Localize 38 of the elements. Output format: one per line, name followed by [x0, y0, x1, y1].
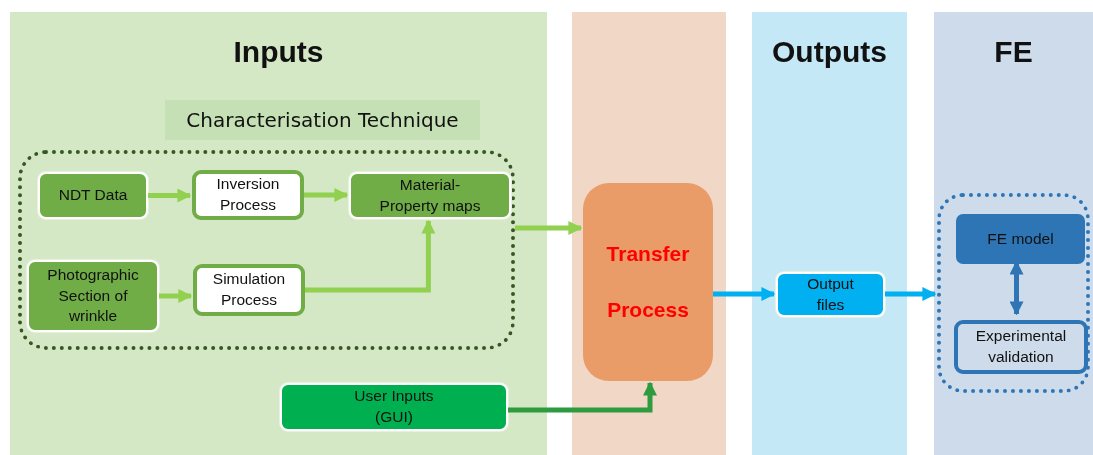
group-container [18, 100, 515, 350]
process-box [776, 272, 885, 317]
box-label: Transfer Process [605, 241, 691, 323]
dotted-container [937, 193, 1090, 393]
arrow [508, 381, 657, 413]
box-label: User Inputs (GUI) [353, 386, 435, 427]
column-panel [934, 12, 1093, 455]
process-box [956, 214, 1085, 264]
arrow [885, 287, 937, 301]
box-label: Material-Property maps [378, 174, 482, 216]
box-label: Photographic Section of wrinkle [46, 264, 140, 327]
column-heading: Outputs [772, 34, 887, 70]
arrow [148, 188, 192, 203]
process-box [954, 320, 1088, 374]
column-panel [572, 12, 726, 455]
arrow [159, 289, 193, 303]
arrow [515, 221, 583, 235]
column-panel [10, 12, 547, 455]
process-box [349, 172, 511, 219]
arrow [304, 188, 349, 202]
process-box [583, 183, 713, 381]
box-label: Inversion Process [215, 174, 281, 215]
box-label: NDT Data [58, 185, 128, 206]
process-box [280, 383, 508, 431]
box-label: FE model [987, 228, 1054, 249]
column-panel [752, 12, 907, 455]
arrow [713, 287, 776, 301]
box-label: Output files [806, 273, 855, 315]
group-heading: Characterisation Technique [165, 100, 480, 140]
arrow [305, 219, 436, 293]
box-label: Simulation Process [211, 269, 287, 310]
process-box [192, 170, 304, 220]
process-box [27, 260, 159, 332]
column-heading: FE [994, 34, 1033, 70]
process-box [193, 264, 305, 316]
process-box [38, 172, 148, 219]
column-heading: Inputs [233, 34, 324, 70]
box-label: Experimental validation [974, 326, 1068, 367]
